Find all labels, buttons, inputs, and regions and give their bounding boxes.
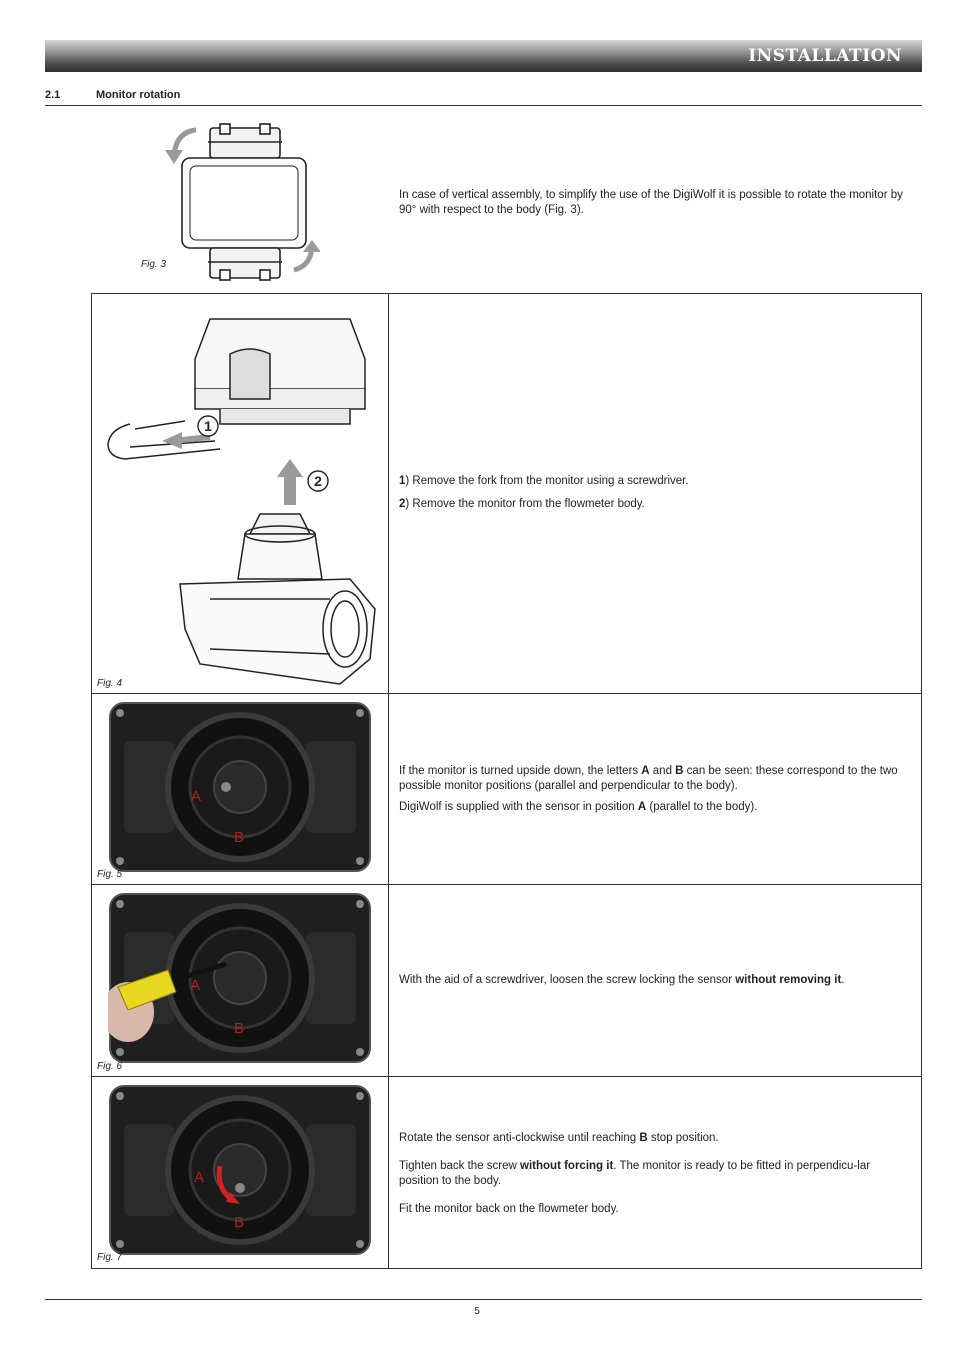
fig7-image-cell: A B Fig. 7: [92, 1077, 389, 1268]
fig7-paragraph-2: Tighten back the screw without forcing i…: [399, 1159, 909, 1189]
fig6-t1-bold: without removing it: [735, 974, 842, 986]
fig6-t1-end: .: [841, 974, 845, 986]
fig6-label: Fig. 6: [97, 1061, 123, 1072]
step-row-fig6: A B Fig. 6 With the aid of a screwdriver…: [92, 885, 921, 1077]
fig4-callout-2: 2: [314, 473, 322, 489]
fig5-t1-rest: can be seen: these correspond to the two…: [399, 765, 898, 792]
fig6-letter-b: B: [234, 1020, 244, 1037]
fig5-label: Fig. 5: [97, 869, 123, 880]
fig5-text-cell: If the monitor is turned upside down, th…: [389, 694, 921, 884]
fig3-monitor-rotation-illustration: [165, 123, 320, 281]
page-number: 5: [474, 1306, 480, 1317]
fig7-paragraph-1: Rotate the sensor anti-clockwise until r…: [399, 1131, 909, 1146]
fig7-label: Fig. 7: [97, 1252, 123, 1263]
fig5-t2: DigiWolf is supplied with the sensor in …: [399, 801, 638, 813]
footer-rule: [45, 1299, 922, 1300]
fig6-text-cell: With the aid of a screwdriver, loosen th…: [389, 885, 921, 1076]
fig4-text-cell: 1) Remove the fork from the monitor usin…: [389, 294, 921, 693]
fig7-p1: Rotate the sensor anti-clockwise until r…: [399, 1132, 640, 1144]
fig6-paragraph: With the aid of a screwdriver, loosen th…: [399, 973, 909, 988]
fig5-letter-a: A: [191, 788, 201, 805]
fig6-screwdriver-photo: A B: [108, 893, 371, 1063]
fig5-monitor-underside-photo: A B: [109, 702, 371, 872]
section-heading: 2.1 Monitor rotation: [45, 89, 922, 106]
fig7-letter-a: A: [194, 1169, 204, 1186]
fig7-p2: Tighten back the screw: [399, 1160, 521, 1172]
fig7-paragraph-3: Fit the monitor back on the flowmeter bo…: [399, 1203, 619, 1215]
fig7-p2-rest: . The monitor is ready to be fitted in p…: [399, 1160, 871, 1187]
fig5-t2-a: A: [637, 801, 647, 813]
fig4-step2-text: ) Remove the monitor from the flowmeter …: [405, 498, 645, 510]
fig5-image-cell: A B Fig. 5: [92, 694, 389, 884]
fig6-letter-a: A: [190, 977, 200, 994]
fig7-p1-rest: stop position.: [647, 1132, 719, 1144]
fig4-step2-number: 2: [399, 498, 406, 510]
fig5-t1: If the monitor is turned upside down, th…: [399, 765, 642, 777]
step-row-fig4: 1 2 Fig. 4 1) Remove the fork from the m…: [92, 294, 921, 694]
section-title: Monitor rotation: [96, 89, 181, 101]
fig4-callout-1: 1: [204, 418, 212, 434]
step-row-fig5: A B Fig. 5 If the monitor is turned upsi…: [92, 694, 921, 885]
fig6-t1: With the aid of a screwdriver, loosen th…: [399, 974, 736, 986]
fig7-letter-b: B: [234, 1214, 244, 1231]
fig4-label: Fig. 4: [97, 678, 123, 689]
fig4-step2: 2) Remove the monitor from the flowmeter…: [399, 497, 909, 512]
steps-table: 1 2 Fig. 4 1) Remove the fork from the m…: [91, 293, 922, 1269]
header-bar: INSTALLATION: [45, 40, 922, 72]
fig3-label: Fig. 3: [141, 259, 167, 270]
fig5-paragraph-2: DigiWolf is supplied with the sensor in …: [399, 800, 909, 815]
fig5-letter-b: B: [234, 829, 244, 846]
fig5-t1-b: B: [675, 765, 684, 777]
fig4-step1: 1) Remove the fork from the monitor usin…: [399, 474, 909, 489]
fig7-p1-b: B: [639, 1132, 648, 1144]
fig7-rotated-sensor-photo: A B: [109, 1085, 371, 1255]
fig3-description: In case of vertical assembly, to simplif…: [399, 189, 903, 216]
fig4-disassembly-illustration: 1 2: [107, 318, 376, 685]
fig4-step1-number: 1: [399, 475, 406, 487]
fig4-image-cell: 1 2 Fig. 4: [92, 294, 389, 693]
fig5-t2-rest: (parallel to the body).: [646, 801, 758, 813]
step-row-fig7: A B Fig. 7 Rotate the sensor anti-clockw…: [92, 1077, 921, 1268]
fig7-p2-bold: without forcing it: [520, 1160, 614, 1172]
fig7-text-cell: Rotate the sensor anti-clockwise until r…: [389, 1077, 921, 1268]
fig4-step1-text: ) Remove the fork from the monitor using…: [405, 475, 689, 487]
page-title: INSTALLATION: [748, 46, 902, 66]
fig5-t1-a: A: [641, 765, 650, 777]
section-number: 2.1: [45, 89, 61, 101]
fig5-paragraph-1: If the monitor is turned upside down, th…: [399, 764, 909, 794]
fig5-t1-and: and: [649, 765, 676, 777]
fig6-image-cell: A B Fig. 6: [92, 885, 389, 1076]
